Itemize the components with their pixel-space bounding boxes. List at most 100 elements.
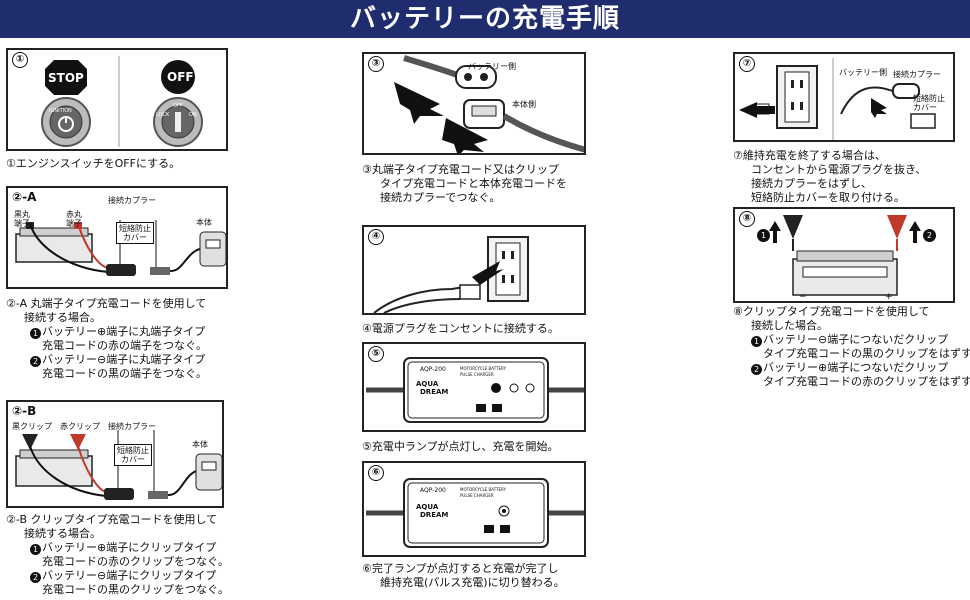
bullet-1-cont: 充電コードの赤のクリップをつなぐ。 [6, 555, 229, 569]
ignition-text: IGNITION [49, 108, 72, 114]
step8-panel: ⑧ 1 2 − + [733, 207, 955, 303]
charger-product-line1: MOTORCYCLE BATTERY [460, 366, 507, 371]
short-circuit-cover-label: 短絡防止 カバー [116, 222, 154, 244]
charger-complete-illustration [366, 478, 584, 548]
step4-panel: ④ [362, 225, 586, 315]
step3-caption: ③丸端子タイプ充電コード又はクリップ タイプ充電コードと本体充電コードを 接続カ… [362, 163, 567, 205]
bullet-text: バッテリー⊖端子にクリップタイプ [42, 569, 217, 582]
clip-removal-illustration [769, 215, 921, 296]
bullet-text: バッテリー⊖端子に丸端子タイプ [42, 353, 206, 366]
connector-coupler-label: 接続カプラー [108, 196, 156, 205]
caption-line: 接続した場合。 [751, 319, 828, 332]
caption-line: ⑥完了ランプが点灯すると充電が完了し [362, 562, 559, 575]
off-sign-label: OFF [167, 70, 194, 84]
charger-body-label: 本体 [196, 218, 212, 227]
bullet-text: 充電コードの赤の端子をつなぐ。 [42, 339, 207, 352]
removal-order-1: 1 [757, 229, 770, 242]
step7-panel: ⑦ バッテリー側 接続カプラー 短絡防止 カバー [733, 52, 955, 142]
battery-side-label: バッテリー側 [468, 62, 516, 71]
caption-line: ②-B クリップタイプ充電コードを使用して [6, 513, 218, 526]
black-clip-label: 黒クリップ [12, 422, 52, 431]
red-clip-label: 赤クリップ [60, 422, 100, 431]
step-number: ④ [368, 229, 384, 245]
charger-model-label: AQP-200 [420, 487, 446, 494]
step-number: ⑧ [739, 211, 755, 227]
step-number: ③ [368, 56, 384, 72]
minus-terminal-mark: − [799, 292, 807, 302]
caption-line: ③丸端子タイプ充電コード又はクリップ [362, 163, 559, 176]
caption-line: ②-A 丸端子タイプ充電コードを使用して [6, 297, 207, 310]
key-lock-text: LOCK [156, 112, 170, 118]
caption-line: 接続する場合。 [24, 311, 101, 324]
black-round-terminal-label: 黒丸 端子 [14, 210, 30, 228]
brand-line2: DREAM [420, 388, 449, 396]
caption-line: 短絡防止カバーを取り付ける。 [751, 191, 905, 204]
step-title: ②-B [12, 404, 37, 418]
stop-sign-label: STOP [48, 71, 84, 85]
round-terminal-diagram [15, 220, 226, 276]
step4-caption: ④電源プラグをコンセントに接続する。 [362, 322, 559, 335]
bullet-text: 充電コードの黒のクリップをつなぐ。 [42, 583, 229, 596]
charger-charging-illustration [366, 357, 584, 423]
clip-terminal-diagram [15, 430, 222, 500]
bullet-text: バッテリー⊕端子につないだクリップ [763, 361, 949, 374]
bullet-text: 充電コードの黒の端子をつなぐ。 [42, 367, 207, 380]
charger-product-line1: MOTORCYCLE BATTERY [460, 487, 507, 492]
caption-line: タイプ充電コードと本体充電コードを [380, 177, 567, 190]
coupler-connection-illustration [394, 55, 584, 153]
bullet-number: 2 [30, 356, 41, 367]
key-on-text: ON [189, 112, 197, 118]
charger-product-line2: PULSE CHARGER [460, 372, 494, 377]
brand-line2: DREAM [420, 511, 449, 519]
bullet-number: 1 [30, 328, 41, 339]
bullet-number: 1 [751, 336, 762, 347]
bullet-1-cont: タイプ充電コードの黒のクリップをはずす。 [733, 347, 970, 361]
bullet-2-cont: タイプ充電コードの赤のクリップをはずす。 [733, 375, 970, 389]
connector-coupler-label: 接続カプラー [893, 70, 941, 79]
short-circuit-cover-label: 短絡防止 カバー [913, 94, 945, 112]
key-off-text: OFF [173, 103, 183, 109]
step1-caption: ①エンジンスイッチをOFFにする。 [6, 157, 181, 170]
charger-body-label: 本体 [192, 440, 208, 449]
step-number: ⑦ [739, 56, 755, 72]
bullet-number: 2 [30, 572, 41, 583]
bullet-number: 2 [751, 364, 762, 375]
step-number: ⑤ [368, 346, 384, 362]
step5-caption: ⑤充電中ランプが点灯し、充電を開始。 [362, 440, 559, 453]
caption-line: ⑦維持充電を終了する場合は、 [733, 149, 886, 162]
step2b-panel: ②-B 黒クリップ 赤クリップ 接続カプラー 短絡防止 カバー 本体 [6, 400, 224, 508]
bullet-2-cont: 充電コードの黒の端子をつなぐ。 [6, 367, 207, 381]
bullet-text: 充電コードの赤のクリップをつなぐ。 [42, 555, 229, 568]
caption-line: コンセントから電源プラグを抜き、 [751, 163, 927, 176]
step-title: ②-A [12, 190, 37, 204]
caption-line: 維持充電(パルス充電)に切り替わる。 [380, 576, 565, 589]
step6-caption: ⑥完了ランプが点灯すると充電が完了し 維持充電(パルス充電)に切り替わる。 [362, 562, 565, 590]
page-title: バッテリーの充電手順 [0, 0, 970, 38]
step1-panel: ① STOP IGNITION OFF LOCK OFF ON [6, 48, 228, 151]
red-round-terminal-label: 赤丸 端子 [66, 210, 82, 228]
bullet-text: バッテリー⊖端子につないだクリップ [763, 333, 949, 346]
charger-model-label: AQP-200 [420, 366, 446, 373]
power-outlet-illustration [373, 236, 529, 313]
removal-order-2: 2 [923, 229, 936, 242]
step2a-panel: ②-A 黒丸 端子 赤丸 端子 接続カプラー 短絡防止 カバー 本体 [6, 186, 228, 289]
plus-terminal-mark: + [885, 292, 893, 302]
caption-line: 接続する場合。 [24, 527, 101, 540]
step6-panel: ⑥ AQP-200 MOTORCYCLE BATTERY PULSE CHARG… [362, 461, 586, 557]
ignition-switch-illustration [41, 56, 203, 147]
bullet-text: タイプ充電コードの赤のクリップをはずす。 [763, 375, 970, 388]
charger-product-line2: PULSE CHARGER [460, 493, 494, 498]
bullet-text: タイプ充電コードの黒のクリップをはずす。 [763, 347, 970, 360]
bullet-1-cont: 充電コードの赤の端子をつなぐ。 [6, 339, 207, 353]
bullet-2-cont: 充電コードの黒のクリップをつなぐ。 [6, 583, 229, 597]
brand-line1: AQUA [416, 503, 439, 511]
caption-line: ⑧クリップタイプ充電コードを使用して [733, 305, 930, 318]
